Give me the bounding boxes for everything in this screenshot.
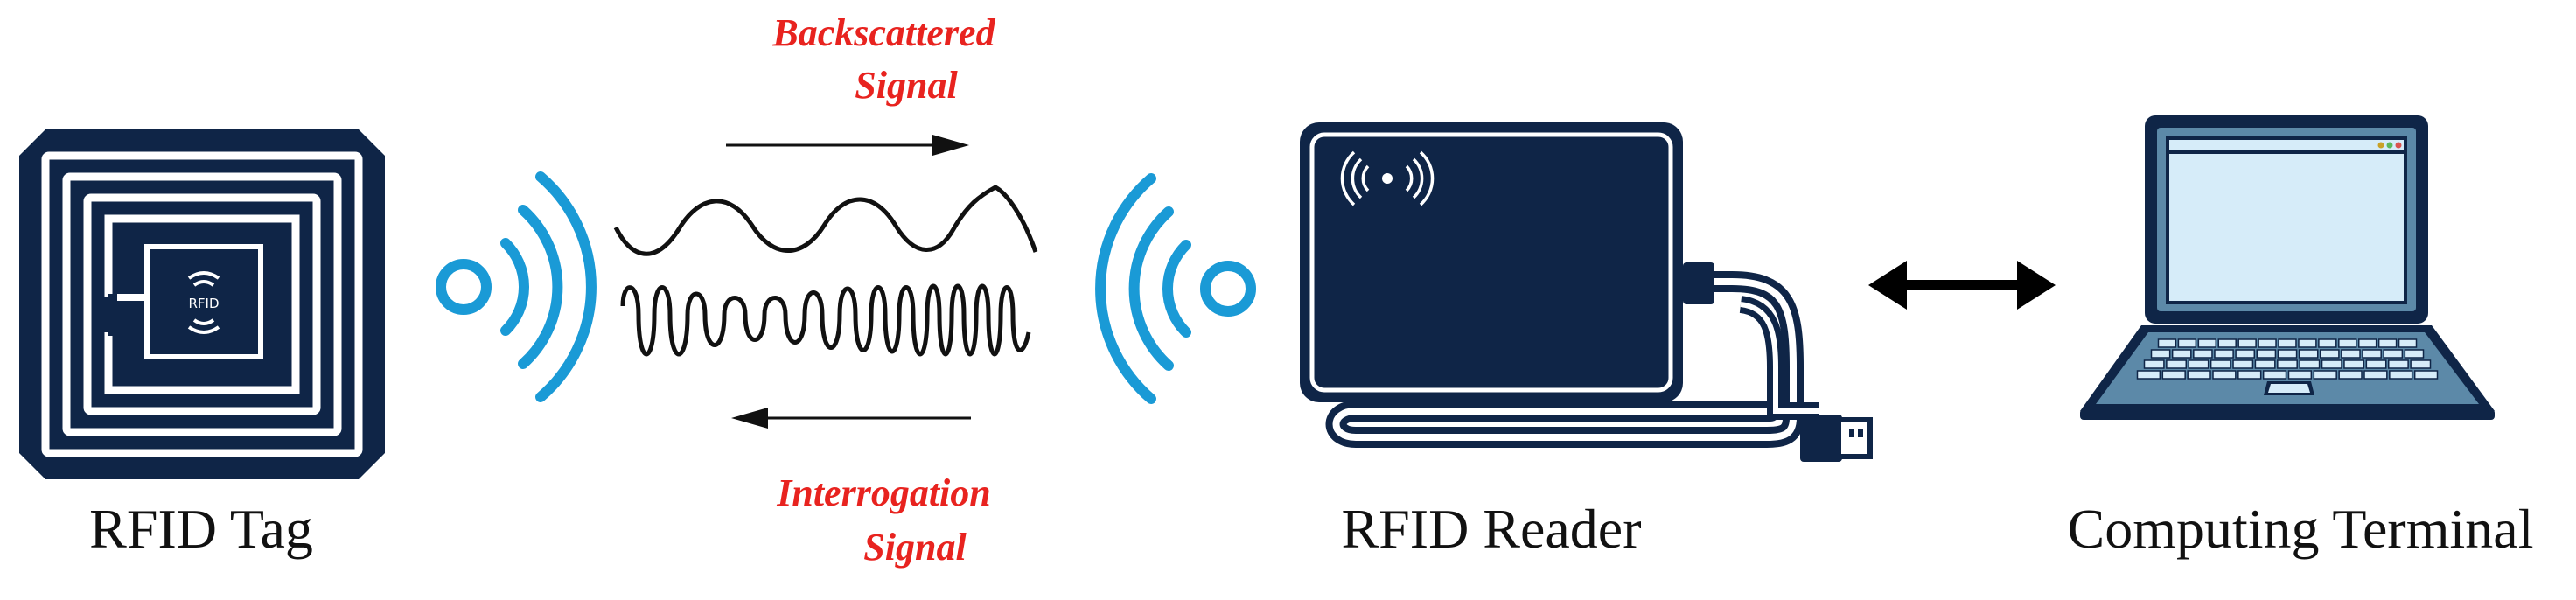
keyboard-key: [2237, 370, 2262, 380]
keyboard-key: [2298, 338, 2317, 348]
keyboard-key: [2256, 349, 2277, 359]
backscattered-wave-icon: [613, 185, 1038, 256]
keyboard-key: [2404, 349, 2425, 359]
keyboard-key: [2365, 359, 2387, 369]
keyboard-key: [2217, 338, 2237, 348]
keyboard-key: [2318, 338, 2337, 348]
keyboard-key: [2357, 338, 2377, 348]
interrogation-signal-label: Interrogation Signal: [776, 471, 1001, 569]
keyboard-key: [2187, 370, 2211, 380]
keyboard-key: [2410, 359, 2432, 369]
keyboard-key: [2150, 349, 2171, 359]
keyboard-key: [2321, 359, 2342, 369]
interrogation-line-2: Signal: [863, 526, 967, 569]
keyboard-key: [2161, 370, 2186, 380]
keyboard-key: [2299, 359, 2321, 369]
keyboard-key: [2262, 370, 2287, 380]
keyboard-key: [2235, 349, 2256, 359]
backscattered-signal-label: Backscattered Signal: [771, 11, 1004, 107]
keyboard-key: [2363, 370, 2388, 380]
rfid-reader-icon: [1300, 122, 1873, 462]
keyboard-icon: [2136, 338, 2439, 380]
keyboard-key: [2338, 370, 2363, 380]
bidirectional-arrow-icon: [1868, 261, 2056, 310]
keyboard-key: [2287, 370, 2313, 380]
keyboard-key: [2193, 349, 2213, 359]
keyboard-key: [2209, 359, 2231, 369]
keyboard-key: [2278, 338, 2297, 348]
keyboard-key: [2197, 338, 2217, 348]
keyboard-key: [2143, 359, 2165, 369]
keyboard-key: [2362, 349, 2382, 359]
keyboard-key: [2232, 359, 2254, 369]
chip-label: RFID: [188, 296, 219, 311]
interrogation-line-1: Interrogation: [776, 471, 991, 514]
keyboard-key: [2387, 359, 2409, 369]
keyboard-key: [2258, 338, 2277, 348]
right-wireless-waves-icon: [1095, 173, 1256, 404]
interrogation-wave-icon: [620, 283, 1031, 357]
keyboard-key: [2136, 370, 2161, 380]
keyboard-key: [2277, 349, 2298, 359]
left-arrow-icon: [731, 408, 971, 429]
keyboard-key: [2214, 349, 2234, 359]
backscattered-line-2: Signal: [855, 64, 958, 107]
keyboard-key: [2413, 370, 2439, 380]
keyboard-key: [2341, 349, 2361, 359]
keyboard-key: [2383, 349, 2404, 359]
keyboard-key: [2398, 338, 2418, 348]
keyboard-key: [2319, 349, 2340, 359]
keyboard-key: [2343, 359, 2365, 369]
keyboard-key: [2166, 359, 2188, 369]
right-arrow-icon: [726, 135, 969, 156]
keyboard-key: [2254, 359, 2276, 369]
keyboard-key: [2377, 338, 2398, 348]
keyboard-key: [2277, 359, 2298, 369]
rfid-reader-caption: RFID Reader: [1341, 498, 1642, 560]
laptop-icon: [2080, 115, 2495, 420]
rfid-tag-caption: RFID Tag: [89, 498, 313, 560]
keyboard-key: [2237, 338, 2257, 348]
backscattered-line-1: Backscattered: [771, 11, 995, 54]
computing-terminal-caption: Computing Terminal: [2067, 498, 2534, 560]
keyboard-key: [2177, 338, 2197, 348]
keyboard-key: [2188, 359, 2209, 369]
left-wireless-waves-icon: [436, 171, 597, 402]
keyboard-key: [2171, 349, 2192, 359]
keyboard-key: [2313, 370, 2337, 380]
keyboard-key: [2389, 370, 2413, 380]
keyboard-key: [2338, 338, 2357, 348]
keyboard-key: [2298, 349, 2319, 359]
keyboard-key: [2212, 370, 2237, 380]
rfid-tag-icon: RFID: [19, 129, 385, 479]
keyboard-key: [2157, 338, 2177, 348]
